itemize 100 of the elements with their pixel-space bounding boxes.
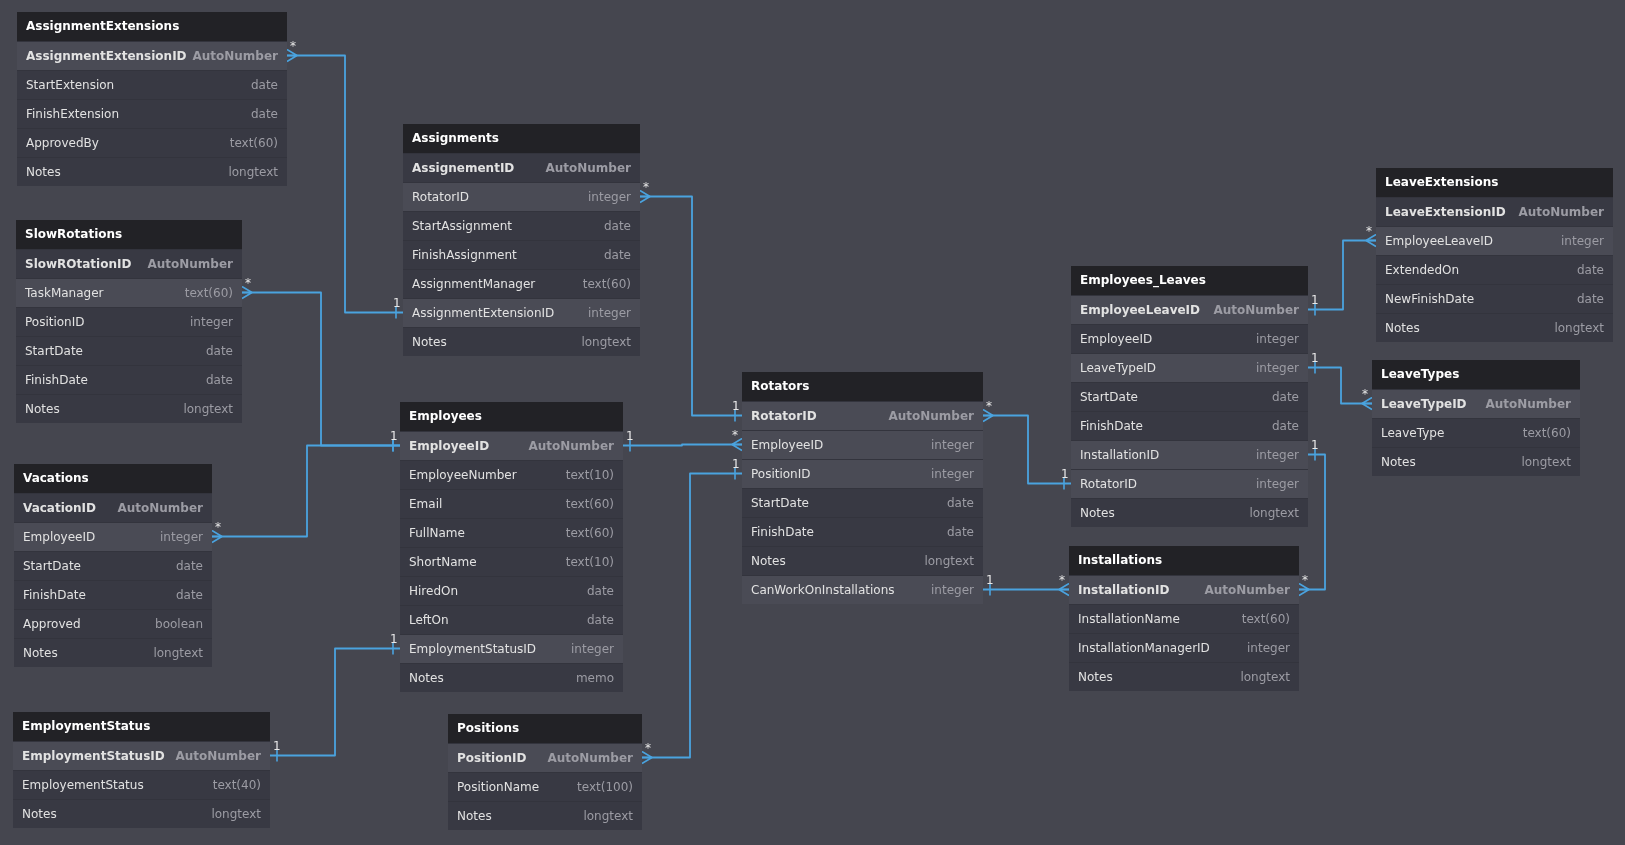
field-name: RotatorID — [1080, 477, 1137, 491]
field-name: InstallationID — [1078, 583, 1170, 597]
field-name: Email — [409, 497, 443, 511]
field-type: text(60) — [565, 497, 614, 511]
field-type: date — [250, 107, 278, 121]
relationship-line — [286, 48, 404, 320]
field-type: integer — [1256, 361, 1299, 375]
field-type: longtext — [1240, 670, 1290, 684]
field-type: date — [1576, 292, 1604, 306]
field-name: StartDate — [25, 344, 83, 358]
field-name: EmploymentStatusID — [22, 749, 165, 763]
field-type: date — [603, 219, 631, 233]
field-name: LeaveExtensionID — [1385, 205, 1506, 219]
field-type: text(60) — [229, 136, 278, 150]
field-type: integer — [190, 315, 233, 329]
field-name: PositionID — [25, 315, 85, 329]
cardinality-mark: 1 — [273, 739, 281, 752]
relationship-line — [639, 189, 743, 423]
field-type: date — [205, 373, 233, 387]
table-title: Rotators — [742, 372, 983, 401]
field-name: FinishDate — [1080, 419, 1143, 433]
field-name: TaskManager — [25, 286, 104, 300]
field-type: integer — [1247, 641, 1290, 655]
table-row — [1071, 440, 1308, 469]
field-name: LeaveTypeID — [1381, 397, 1467, 411]
cardinality-mark: * — [215, 520, 221, 533]
field-name: HiredOn — [409, 584, 459, 598]
table-row — [448, 743, 642, 772]
field-type: memo — [575, 671, 614, 685]
field-type: longtext — [1554, 321, 1604, 335]
field-type: text(100) — [577, 780, 633, 794]
table-title: SlowRotations — [16, 220, 242, 249]
field-type: date — [586, 584, 614, 598]
field-name: FinishAssignment — [412, 248, 517, 262]
field-name: RotatorID — [751, 409, 817, 423]
field-type: integer — [1256, 448, 1299, 462]
table-title: LeaveExtensions — [1376, 168, 1613, 197]
field-name: LeaveType — [1381, 426, 1445, 440]
field-type: text(10) — [565, 468, 614, 482]
field-name: Notes — [22, 807, 57, 821]
cardinality-mark: * — [645, 741, 651, 754]
field-type: AutoNumber — [1485, 397, 1571, 411]
field-name: Notes — [457, 809, 492, 823]
relationship-line — [982, 582, 1070, 597]
field-name: EmployeeNumber — [409, 468, 517, 482]
field-type: date — [603, 248, 631, 262]
table-row — [742, 575, 983, 604]
cardinality-mark: 1 — [1311, 438, 1319, 451]
table-row — [403, 182, 640, 211]
field-name: AssignementID — [412, 161, 515, 175]
field-name: Notes — [409, 671, 444, 685]
field-name: StartAssignment — [412, 219, 512, 233]
table-title: LeaveTypes — [1372, 360, 1580, 389]
relationship-line — [1307, 360, 1373, 411]
field-name: StartDate — [751, 496, 809, 510]
field-type: AutoNumber — [547, 751, 633, 765]
field-type: AutoNumber — [1518, 205, 1604, 219]
field-name: RotatorID — [412, 190, 469, 204]
table-row — [742, 430, 983, 459]
cardinality-mark: 1 — [732, 399, 740, 412]
field-name: EmployeeLeaveID — [1385, 234, 1493, 248]
cardinality-mark: * — [732, 428, 738, 441]
field-name: Notes — [25, 402, 60, 416]
table-card — [742, 372, 983, 604]
field-type: integer — [1256, 477, 1299, 491]
field-name: Notes — [412, 335, 447, 349]
field-type: date — [946, 525, 974, 539]
field-name: AssignmentExtensionID — [26, 49, 187, 63]
table-row — [403, 298, 640, 327]
field-name: InstallationID — [1080, 448, 1160, 462]
field-name: VacationID — [23, 501, 96, 515]
cardinality-mark: 1 — [1311, 293, 1319, 306]
table-row — [1071, 295, 1308, 324]
field-name: ExtendedOn — [1385, 263, 1460, 277]
cardinality-mark: 1 — [1311, 351, 1319, 364]
cardinality-mark: 1 — [390, 429, 398, 442]
table-title: Positions — [448, 714, 642, 743]
field-type: longtext — [583, 809, 633, 823]
field-name: EmployeeID — [409, 439, 490, 453]
field-type: AutoNumber — [528, 439, 614, 453]
field-name: CanWorkOnInstallations — [751, 583, 895, 597]
table-row — [13, 741, 270, 770]
field-name: Notes — [1385, 321, 1420, 335]
cardinality-mark: * — [643, 180, 649, 193]
field-name: Notes — [23, 646, 58, 660]
field-type: AutoNumber — [175, 749, 261, 763]
field-type: integer — [931, 438, 974, 452]
field-type: integer — [931, 467, 974, 481]
field-name: FinishDate — [23, 588, 86, 602]
field-type: text(60) — [1241, 612, 1290, 626]
field-type: date — [205, 344, 233, 358]
field-name: Notes — [1080, 506, 1115, 520]
field-type: date — [586, 613, 614, 627]
field-type: date — [946, 496, 974, 510]
field-type: integer — [160, 530, 203, 544]
field-type: longtext — [1249, 506, 1299, 520]
field-type: date — [1271, 419, 1299, 433]
cardinality-mark: * — [1366, 224, 1372, 237]
table-title: EmploymentStatus — [13, 712, 270, 741]
table-title: Employees — [400, 402, 623, 431]
